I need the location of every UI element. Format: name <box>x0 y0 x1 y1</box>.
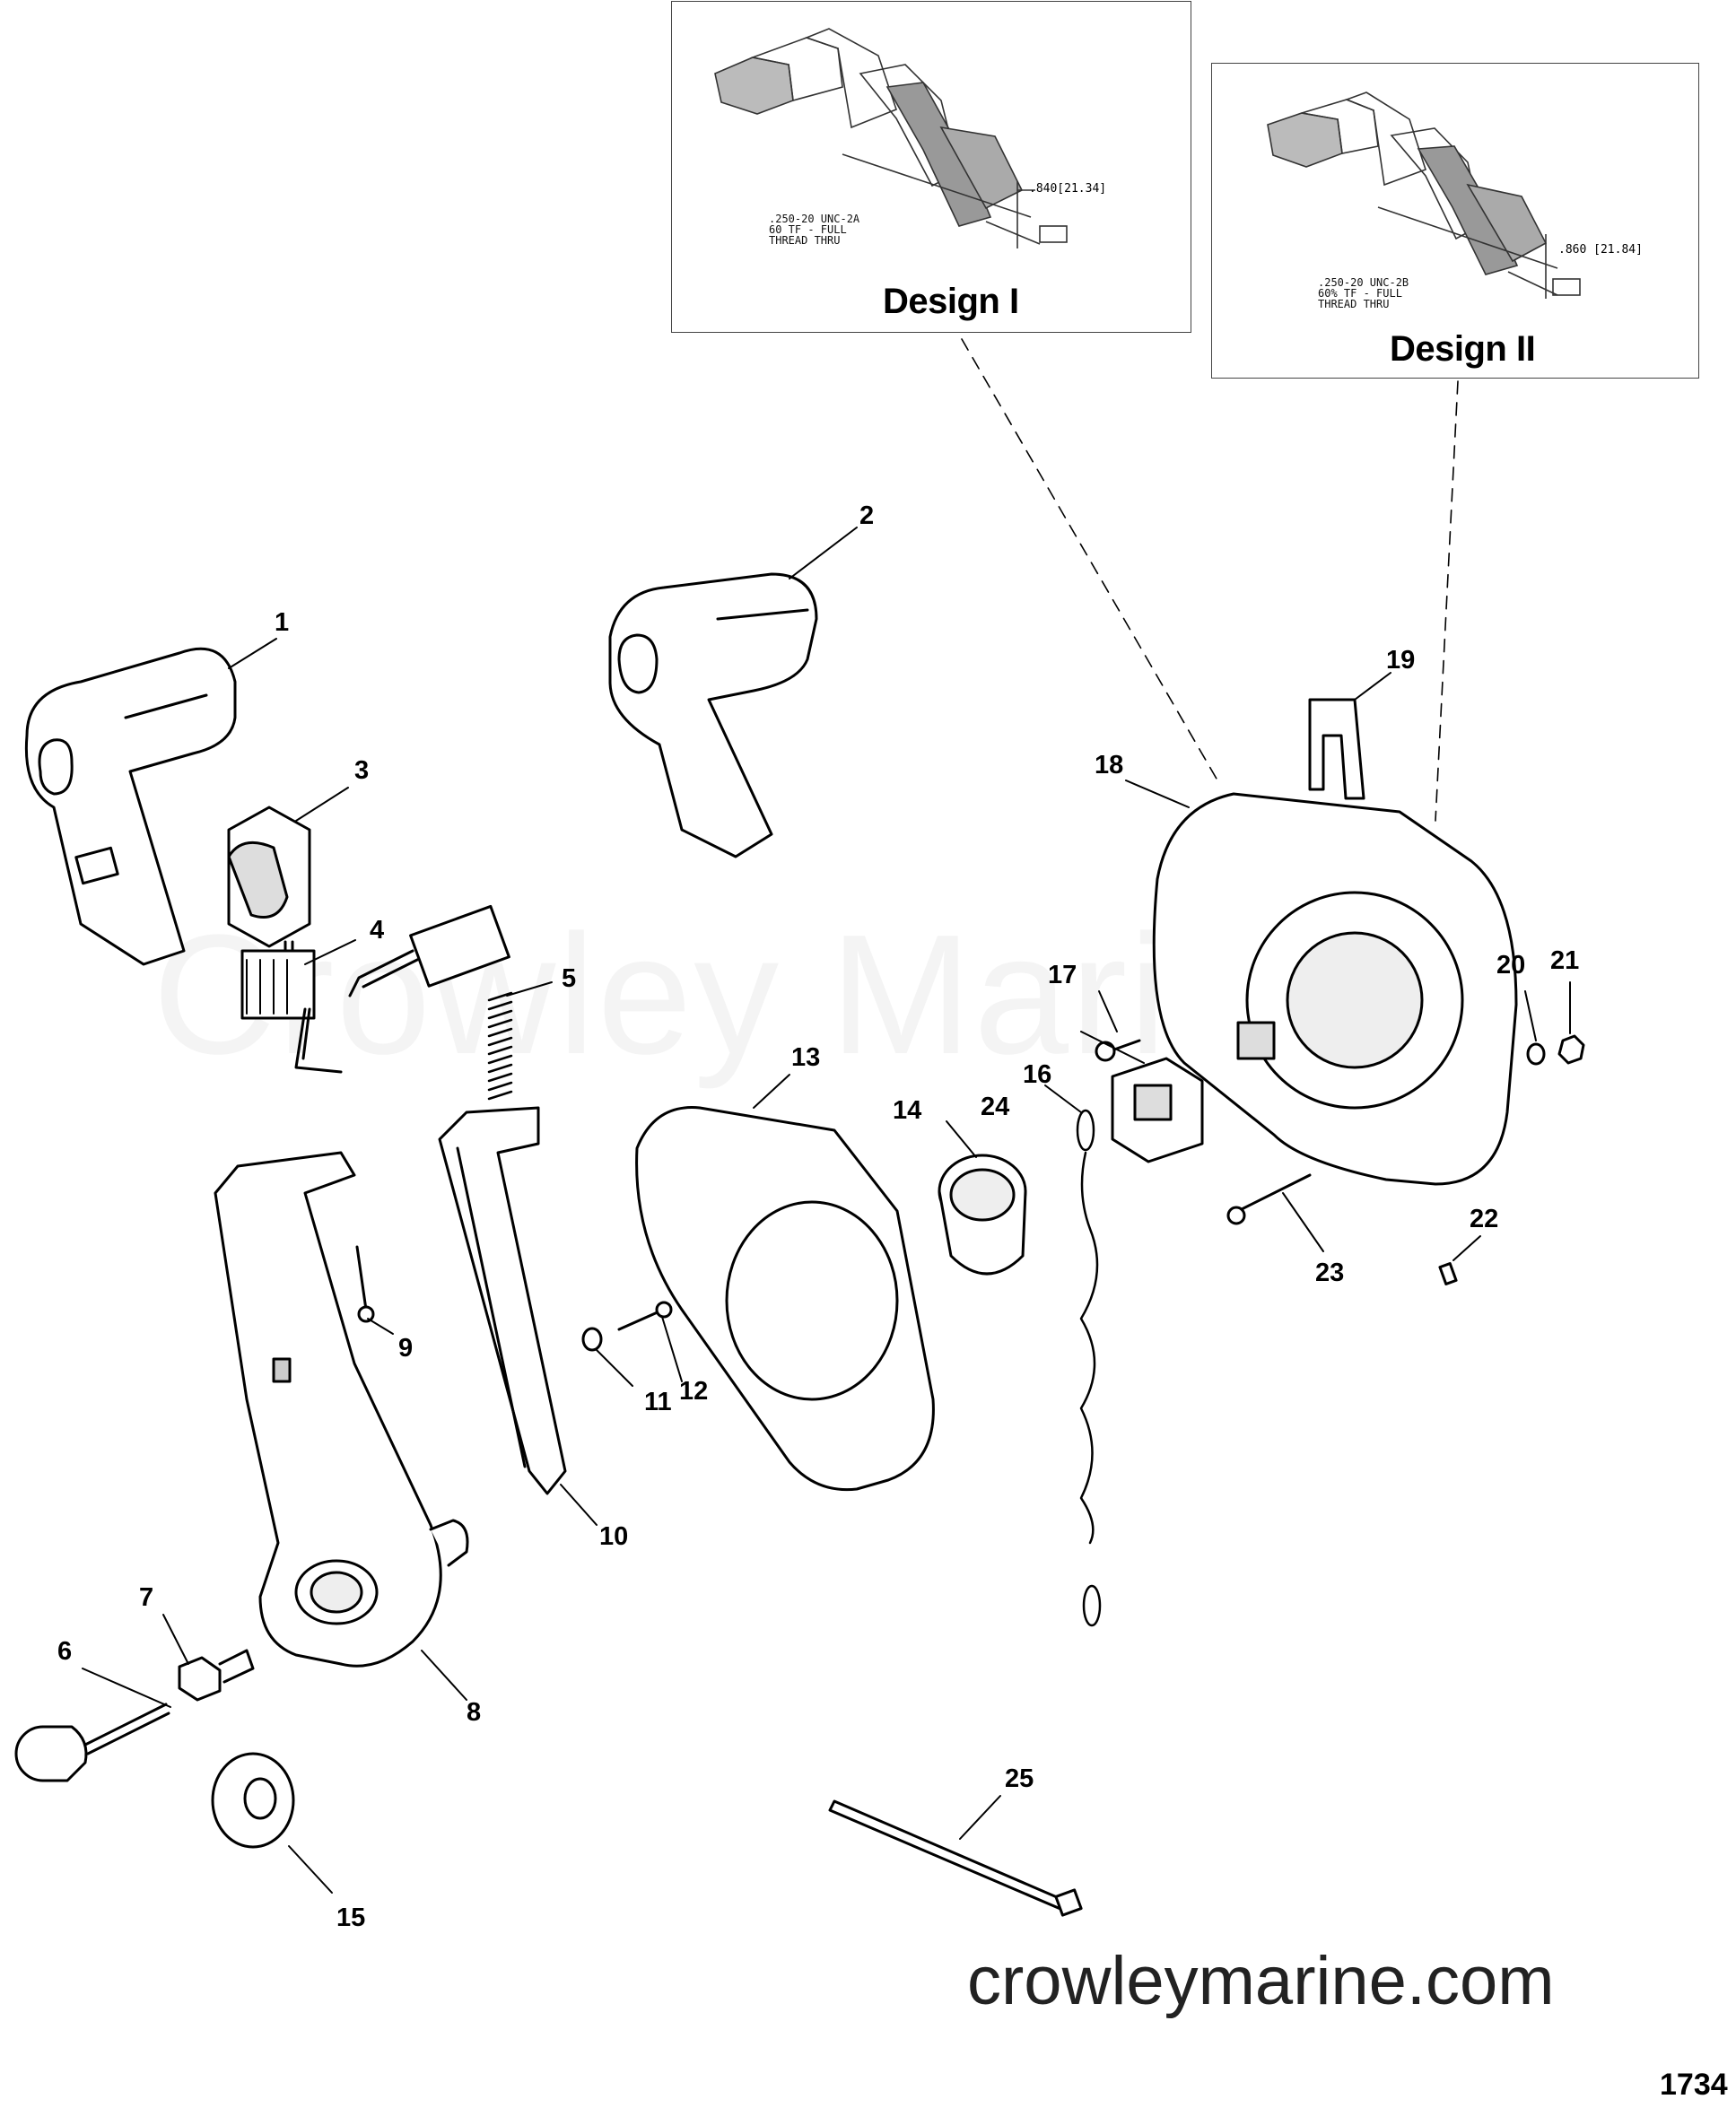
callout-17: 17 <box>1048 961 1077 989</box>
callout-25: 25 <box>1005 1764 1034 1793</box>
part-8-lever-arm <box>214 1151 469 1668</box>
design-2-leader <box>1435 380 1459 822</box>
part-9-screw <box>355 1245 375 1323</box>
part-22-set-screw <box>1438 1262 1458 1285</box>
design-1-thread-note: .250-20 UNC-2A 60 TF - FULL THREAD THRU <box>769 213 860 247</box>
part-10-detent-bracket <box>438 1106 567 1495</box>
design-1-dimension: .840[21.34] <box>1029 182 1107 196</box>
design-1-leader <box>961 338 1221 786</box>
design-2-title: Design II <box>1390 329 1536 369</box>
callout-2: 2 <box>859 501 874 530</box>
callout-3: 3 <box>354 756 369 785</box>
callout-12: 12 <box>679 1377 708 1406</box>
callout-7: 7 <box>139 1583 153 1612</box>
part-24-lanyard <box>1076 1109 1102 1627</box>
callout-20: 20 <box>1496 951 1525 980</box>
callout-9: 9 <box>398 1334 413 1363</box>
callouts: 1 2 3 4 5 6 7 8 9 10 11 12 13 14 15 16 2… <box>57 501 1579 1932</box>
part-20-washer <box>1526 1042 1546 1066</box>
part-18-housing <box>1152 792 1518 1186</box>
design-2-section-drawing <box>1267 91 1581 299</box>
callout-1: 1 <box>275 608 289 637</box>
part-1-handle <box>24 647 237 966</box>
figure-number: 1734 <box>1660 2068 1728 2102</box>
part-23-bolt <box>1226 1173 1312 1225</box>
callout-16: 16 <box>1023 1060 1051 1089</box>
inset-design-2: .250-20 UNC-2B 60% TF - FULL THREAD THRU… <box>1211 63 1699 379</box>
design-2-dimension: .860 [21.84] <box>1558 243 1643 257</box>
callout-4: 4 <box>370 916 384 945</box>
part-7-nut <box>178 1649 255 1702</box>
callout-8: 8 <box>467 1698 481 1727</box>
design-1-section-drawing <box>714 28 1068 248</box>
website-label: crowleymarine.com <box>967 1943 1555 2019</box>
part-15-washer <box>211 1752 295 1849</box>
design-2-thread-note: .250-20 UNC-2B 60% TF - FULL THREAD THRU <box>1318 276 1409 310</box>
part-21-nut <box>1557 1034 1585 1065</box>
part-13-cover-plate <box>635 1106 935 1492</box>
design-1-title: Design I <box>883 282 1019 321</box>
callout-10: 10 <box>599 1522 628 1551</box>
part-16-stop-switch <box>1111 1057 1204 1163</box>
callout-14: 14 <box>893 1096 921 1125</box>
callout-6: 6 <box>57 1637 72 1666</box>
callout-23: 23 <box>1315 1259 1344 1287</box>
callout-5: 5 <box>562 964 576 993</box>
part-11-washer <box>581 1327 603 1352</box>
callout-15: 15 <box>336 1903 365 1932</box>
part-19-clip <box>1308 698 1365 800</box>
part-5-spring <box>487 991 513 1101</box>
part-2-handle <box>608 572 818 858</box>
part-25-cable-tie <box>828 1799 1083 1917</box>
callout-11: 11 <box>644 1388 672 1416</box>
part-6-knob <box>14 1703 170 1782</box>
part-14-bushing <box>938 1154 1027 1276</box>
callout-24: 24 <box>981 1093 1009 1121</box>
callout-21: 21 <box>1550 946 1579 975</box>
part-4-harness <box>240 904 510 1074</box>
callout-19: 19 <box>1386 646 1415 675</box>
part-12-screw <box>617 1301 673 1331</box>
inset-design-1: .250-20 UNC-2A 60 TF - FULL THREAD THRU … <box>671 1 1191 333</box>
callout-18: 18 <box>1095 751 1123 780</box>
callout-13: 13 <box>791 1043 820 1072</box>
part-3-trim-switch <box>227 806 311 980</box>
callout-22: 22 <box>1470 1205 1498 1233</box>
